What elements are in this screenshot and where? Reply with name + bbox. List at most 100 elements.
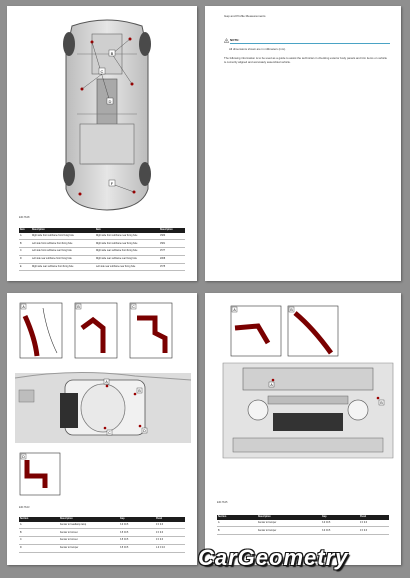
table-row: D Left side rear subframe front fixing h… — [19, 255, 185, 264]
column-header: Section — [19, 517, 59, 522]
manual-page-3: A B C D A B C D E317643 Section Descript… — [7, 293, 197, 565]
table-row: E Right side rear subframe front fixing … — [19, 263, 185, 272]
table-cell: 1577 — [159, 247, 185, 256]
table-row: B Fender to bumper 3.0 ±0.5 0 ± 0.6 — [217, 526, 389, 536]
manual-page-2: Gap and Profile Measurements NOTE: All d… — [205, 6, 401, 281]
manual-page-1: B C D F E317648 Item Description Item De… — [7, 6, 197, 281]
figure-reference: E317645 — [217, 501, 228, 504]
diagram-label: C — [101, 69, 104, 74]
table-cell: 3.0 ±0.5 — [321, 526, 359, 536]
table-row: A Right side front subframe front fixing… — [19, 232, 185, 241]
table-cell: Left side front subframe front fixing ho… — [31, 239, 95, 249]
table-row: B Fender to bonnet 3.5 ±0.5 0 ± 0.6 — [19, 528, 185, 538]
table-row: B Left side front subframe front fixing … — [19, 239, 185, 249]
table-cell: Fender to bonnet — [59, 536, 119, 545]
table-row: A Fender to bumper 3.0 ±0.5 0 ± 0.6 — [217, 519, 389, 528]
table-cell: 0 ± 0.6 — [359, 519, 389, 528]
table-cell: 3.5 ±0.5 — [119, 528, 155, 538]
front-bumper-diagram: A B A B — [222, 305, 394, 459]
column-header: Gap — [119, 517, 155, 522]
diagram-label: B — [290, 308, 293, 312]
table-cell: C — [19, 247, 31, 256]
diagram-label: A — [22, 305, 25, 309]
gap-flush-table: Section Description Gap Flush A Fender t… — [217, 515, 389, 536]
diagram-label: C — [132, 305, 135, 309]
table-cell: 1.0 ± 0.6 — [155, 544, 185, 553]
table-cell: Left side front subframe rear fixing hol… — [31, 247, 95, 256]
table-cell: 3.0 ±0.5 — [321, 519, 359, 528]
table-cell: Right side rear subframe front fixing ho… — [31, 263, 95, 272]
underbody-diagram: B C D F — [63, 19, 151, 211]
table-cell: Left side rear subframe rear fixing hole — [95, 263, 159, 272]
column-header: Description — [59, 517, 119, 522]
column-header: Flush — [155, 517, 185, 522]
table-cell: Right side front subframe rear fixing ho… — [95, 232, 159, 241]
diagram-label: B — [380, 401, 383, 405]
section-heading: Gap and Profile Measurements — [224, 14, 266, 18]
table-cell: A — [19, 232, 31, 241]
table-cell: E — [19, 263, 31, 272]
manual-page-4: A B A B E317645 Section Description Gap … — [205, 293, 401, 565]
table-cell: 0 ± 0.6 — [155, 536, 185, 545]
diagram-label: D — [109, 99, 112, 104]
table-cell: B — [19, 528, 59, 538]
table-cell: 1575 — [159, 263, 185, 272]
table-cell: Fender to bumper — [59, 544, 119, 553]
table-cell: B — [19, 239, 31, 249]
table-cell: Right side rear subframe front fixing ho… — [95, 247, 159, 256]
column-header: Description — [257, 515, 321, 520]
table-row: A Fender to headlamp lamp 3.0 ±0.5 0 ± 0… — [19, 521, 185, 530]
note-title: NOTE: — [230, 38, 390, 44]
table-cell: 1581 — [159, 239, 185, 249]
figure-reference: E317643 — [19, 506, 30, 509]
table-row: D Fender to bumper 3.5 ±0.5 1.0 ± 0.6 — [19, 544, 185, 553]
diagram-label: B — [138, 389, 141, 393]
diagram-label: A — [233, 308, 236, 312]
measurement-table: Item Description Item Description A Righ… — [19, 228, 185, 272]
table-cell: 3.0 ±0.5 — [119, 521, 155, 530]
column-header: Item — [95, 228, 159, 233]
diagram-label: F — [111, 181, 114, 186]
column-header: Gap — [321, 515, 359, 520]
table-cell: Fender to bumper — [257, 526, 321, 536]
table-cell: Fender to bumper — [257, 519, 321, 528]
table-cell: C — [19, 536, 59, 545]
table-cell: Left side rear subframe front fixing hol… — [31, 255, 95, 264]
fender-section-diagram: A B C D A B C D — [15, 302, 191, 496]
table-row: C Left side front subframe rear fixing h… — [19, 247, 185, 256]
table-cell: A — [217, 519, 257, 528]
table-row: C Fender to bonnet 3.5 ±0.5 0 ± 0.6 — [19, 536, 185, 545]
warning-triangle-icon — [224, 38, 229, 43]
table-cell: 0 ± 0.6 — [155, 528, 185, 538]
table-cell: 1580 — [159, 232, 185, 241]
column-header: Description — [31, 228, 95, 233]
table-cell: Right side front subframe front fixing h… — [31, 232, 95, 241]
table-cell: D — [19, 544, 59, 553]
column-header: Description — [159, 228, 185, 233]
table-cell: Right side rear subframe rear fixing hol… — [95, 255, 159, 264]
diagram-label: A — [270, 383, 273, 387]
table-cell: B — [217, 526, 257, 536]
figure-reference: E317648 — [19, 216, 30, 219]
gap-flush-table: Section Description Gap Flush A Fender t… — [19, 517, 185, 553]
diagram-label: C — [108, 431, 111, 435]
intro-paragraph: The following information is to be used … — [224, 56, 387, 65]
table-cell: 0 ± 0.6 — [155, 521, 185, 530]
diagram-label: D — [22, 455, 25, 459]
diagram-label: A — [105, 380, 108, 384]
table-cell: 2068 — [159, 255, 185, 264]
diagram-label: B — [111, 51, 114, 56]
diagram-label: D — [143, 429, 146, 433]
table-cell: Right side front subframe rear fixing ho… — [95, 239, 159, 249]
table-cell: D — [19, 255, 31, 264]
column-header: Section — [217, 515, 257, 520]
column-header: Item — [19, 228, 31, 233]
table-cell: Fender to headlamp lamp — [59, 521, 119, 530]
table-cell: Fender to bonnet — [59, 528, 119, 538]
table-cell: A — [19, 521, 59, 530]
column-header: Flush — [359, 515, 389, 520]
site-watermark-logo: CarGeometry — [198, 545, 349, 570]
diagram-label: B — [77, 305, 80, 309]
table-cell: 0 ± 0.6 — [359, 526, 389, 536]
table-cell: 3.5 ±0.5 — [119, 544, 155, 553]
